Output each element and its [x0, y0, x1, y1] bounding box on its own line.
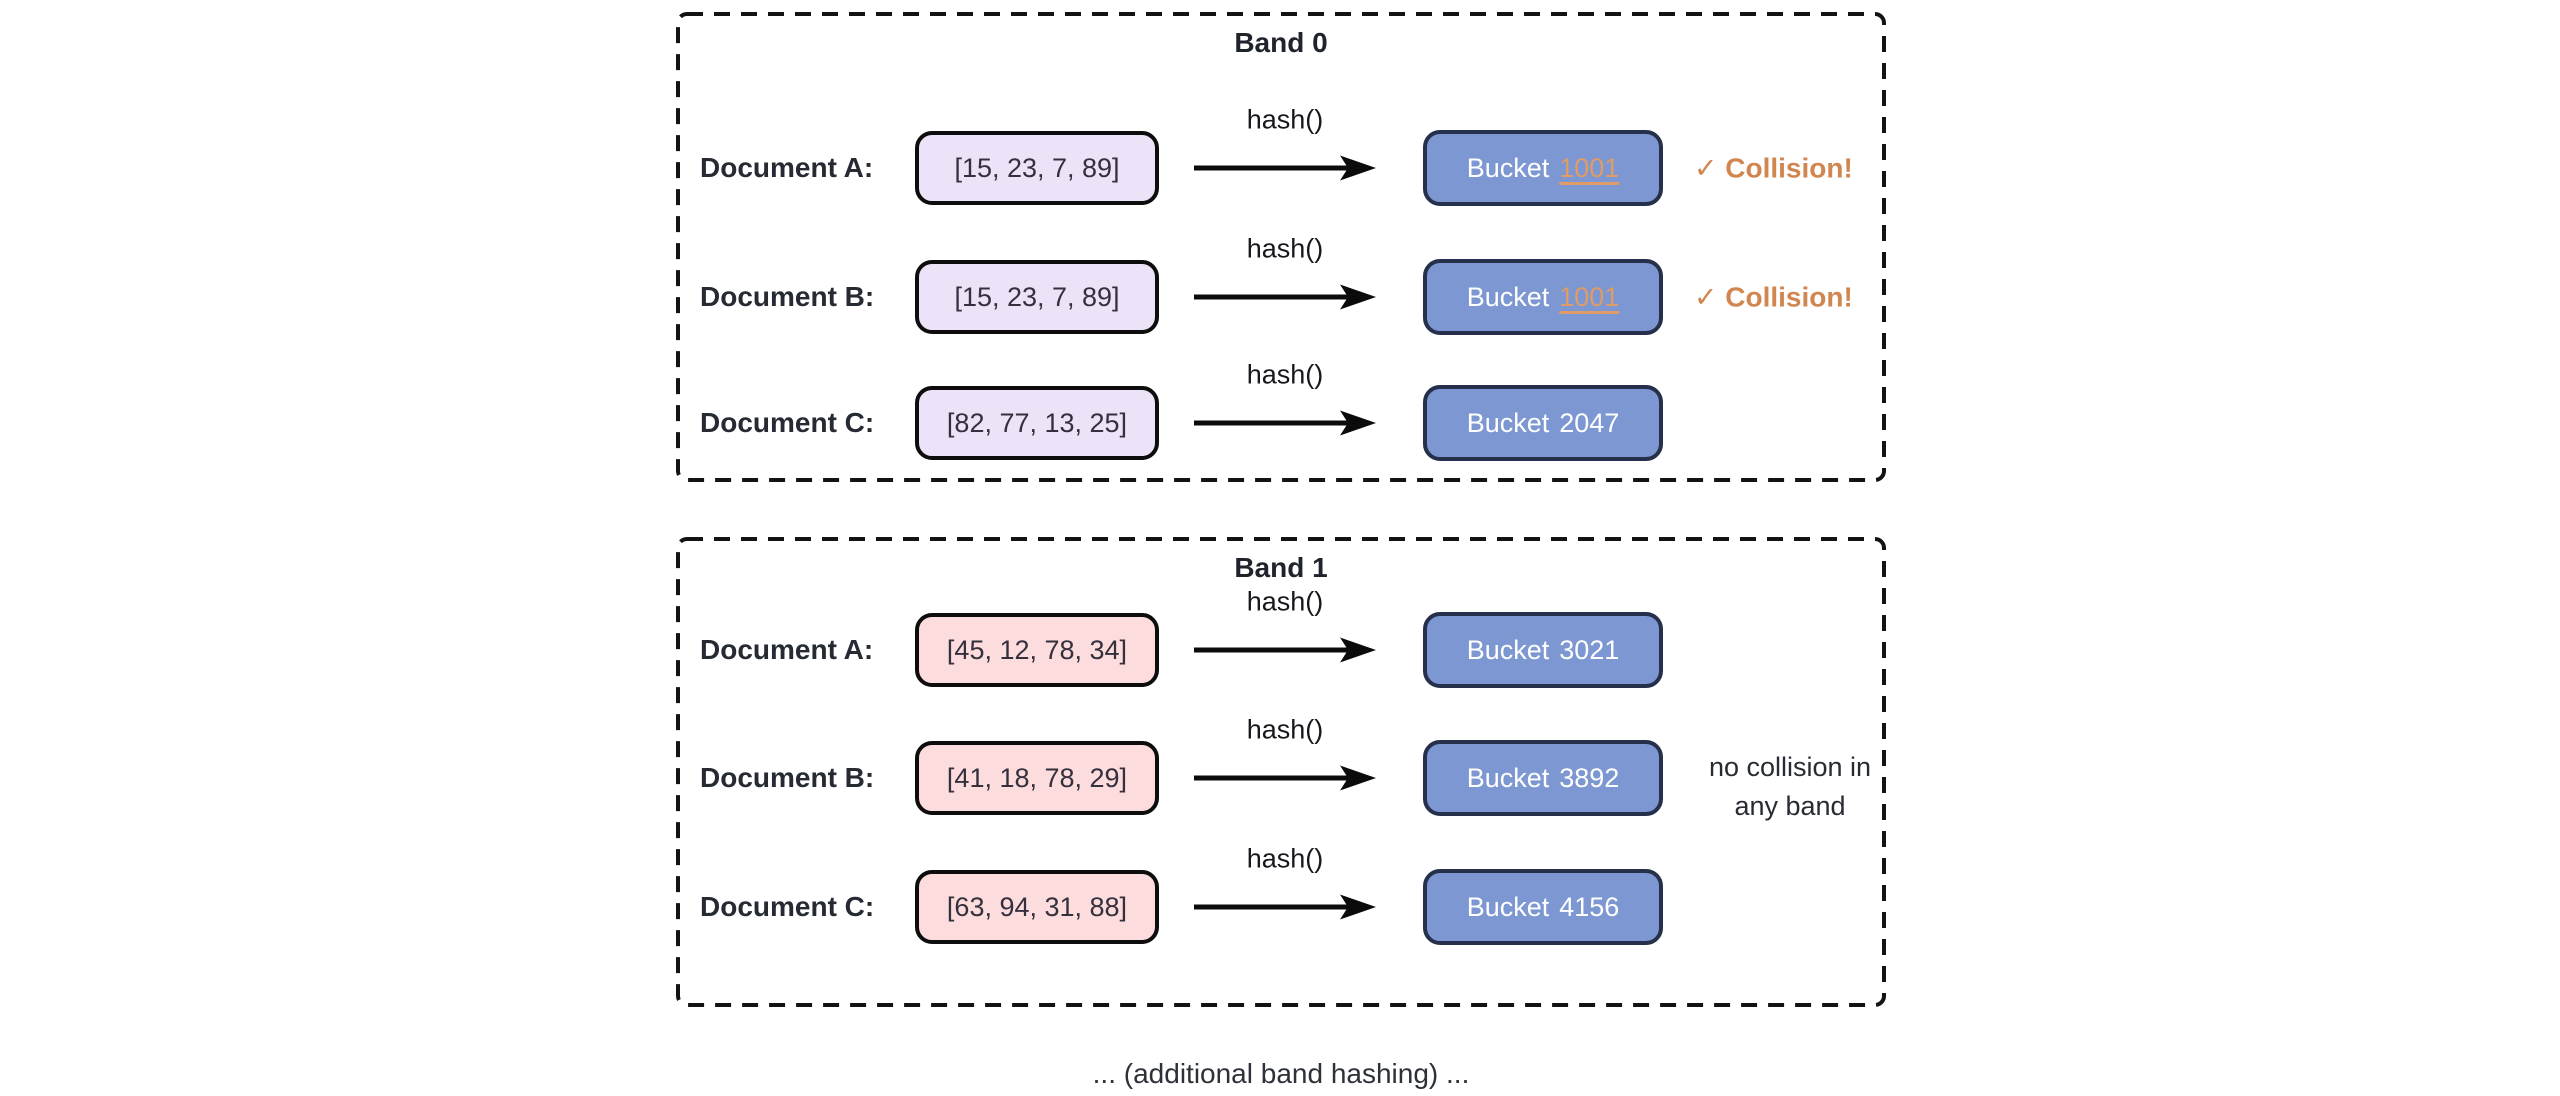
doc-label: Document A: — [700, 634, 874, 665]
band1-row-doc-b: Document B: [41, 18, 78, 29] hash() Buck… — [0, 715, 2560, 816]
doc-label: Document C: — [700, 407, 875, 438]
hash-function-label: hash() — [1246, 586, 1324, 617]
collision-badge: ✓ Collision! — [1694, 281, 1853, 313]
bucket-prefix: Bucket — [1466, 281, 1550, 312]
hash-function-label: hash() — [1246, 359, 1324, 390]
bucket-number: 4156 — [1559, 891, 1620, 922]
doc-label: Document A: — [700, 152, 874, 183]
minhash-values: [15, 23, 7, 89] — [954, 281, 1120, 312]
minhash-values: [63, 94, 31, 88] — [946, 891, 1128, 922]
minhash-box: [15, 23, 7, 89] — [915, 260, 1159, 334]
minhash-values: [82, 77, 13, 25] — [946, 407, 1128, 438]
minhash-box: [63, 94, 31, 88] — [915, 870, 1159, 944]
bucket-box: Bucket 1001 — [1423, 130, 1663, 206]
band1-row-doc-c: Document C: [63, 94, 31, 88] hash() Buck… — [0, 844, 2560, 945]
minhash-box: [45, 12, 78, 34] — [915, 613, 1159, 687]
band0-title: Band 0 — [1234, 27, 1328, 58]
hash-function-label: hash() — [1246, 233, 1324, 264]
bucket-box: Bucket 3021 — [1423, 612, 1663, 688]
doc-label: Document C: — [700, 891, 875, 922]
hash-function-label: hash() — [1246, 843, 1324, 874]
minhash-values: [45, 12, 78, 34] — [946, 634, 1128, 665]
band1-dashed-border — [676, 537, 1886, 1007]
bucket-box: Bucket 4156 — [1423, 869, 1663, 945]
doc-label: Document B: — [700, 281, 875, 312]
bucket-number: 1001 — [1559, 281, 1620, 312]
arrow-icon — [1194, 284, 1376, 310]
minhash-values: [15, 23, 7, 89] — [954, 152, 1120, 183]
minhash-box: [15, 23, 7, 89] — [915, 131, 1159, 205]
bucket-box: Bucket 1001 — [1423, 259, 1663, 335]
band0-row-doc-c: Document C: [82, 77, 13, 25] hash() Buck… — [0, 360, 2560, 461]
doc-label: Document B: — [700, 762, 875, 793]
collision-badge: ✓ Collision! — [1694, 152, 1853, 184]
band1-title: Band 1 — [1234, 552, 1328, 583]
bucket-box: Bucket 2047 — [1423, 385, 1663, 461]
band0-row-doc-a: Document A: [15, 23, 7, 89] hash() Bucke… — [0, 105, 2560, 206]
minhash-values: [41, 18, 78, 29] — [946, 762, 1128, 793]
arrow-icon — [1194, 410, 1376, 436]
bucket-number: 1001 — [1559, 152, 1620, 183]
arrow-icon — [1194, 637, 1376, 663]
bucket-prefix: Bucket — [1466, 891, 1550, 922]
no-collision-note: no collision in any band — [1708, 752, 1872, 821]
bucket-prefix: Bucket — [1466, 407, 1550, 438]
bucket-prefix: Bucket — [1466, 152, 1550, 183]
bucket-prefix: Bucket — [1466, 762, 1550, 793]
bucket-number: 2047 — [1559, 407, 1620, 438]
arrow-icon — [1194, 765, 1376, 791]
minhash-box: [82, 77, 13, 25] — [915, 386, 1159, 460]
additional-bands-caption: ... (additional band hashing) ... — [1092, 1058, 1470, 1089]
bucket-number: 3021 — [1559, 634, 1620, 665]
band0-row-doc-b: Document B: [15, 23, 7, 89] hash() Bucke… — [0, 234, 2560, 335]
hash-function-label: hash() — [1246, 104, 1324, 135]
bucket-prefix: Bucket — [1466, 634, 1550, 665]
hash-function-label: hash() — [1246, 714, 1324, 745]
arrow-icon — [1194, 155, 1376, 181]
bucket-number: 3892 — [1559, 762, 1620, 793]
band0-dashed-border — [676, 12, 1886, 482]
band1-row-doc-a: Document A: [45, 12, 78, 34] hash() Buck… — [0, 587, 2560, 688]
arrow-icon — [1194, 894, 1376, 920]
minhash-box: [41, 18, 78, 29] — [915, 741, 1159, 815]
bucket-box: Bucket 3892 — [1423, 740, 1663, 816]
